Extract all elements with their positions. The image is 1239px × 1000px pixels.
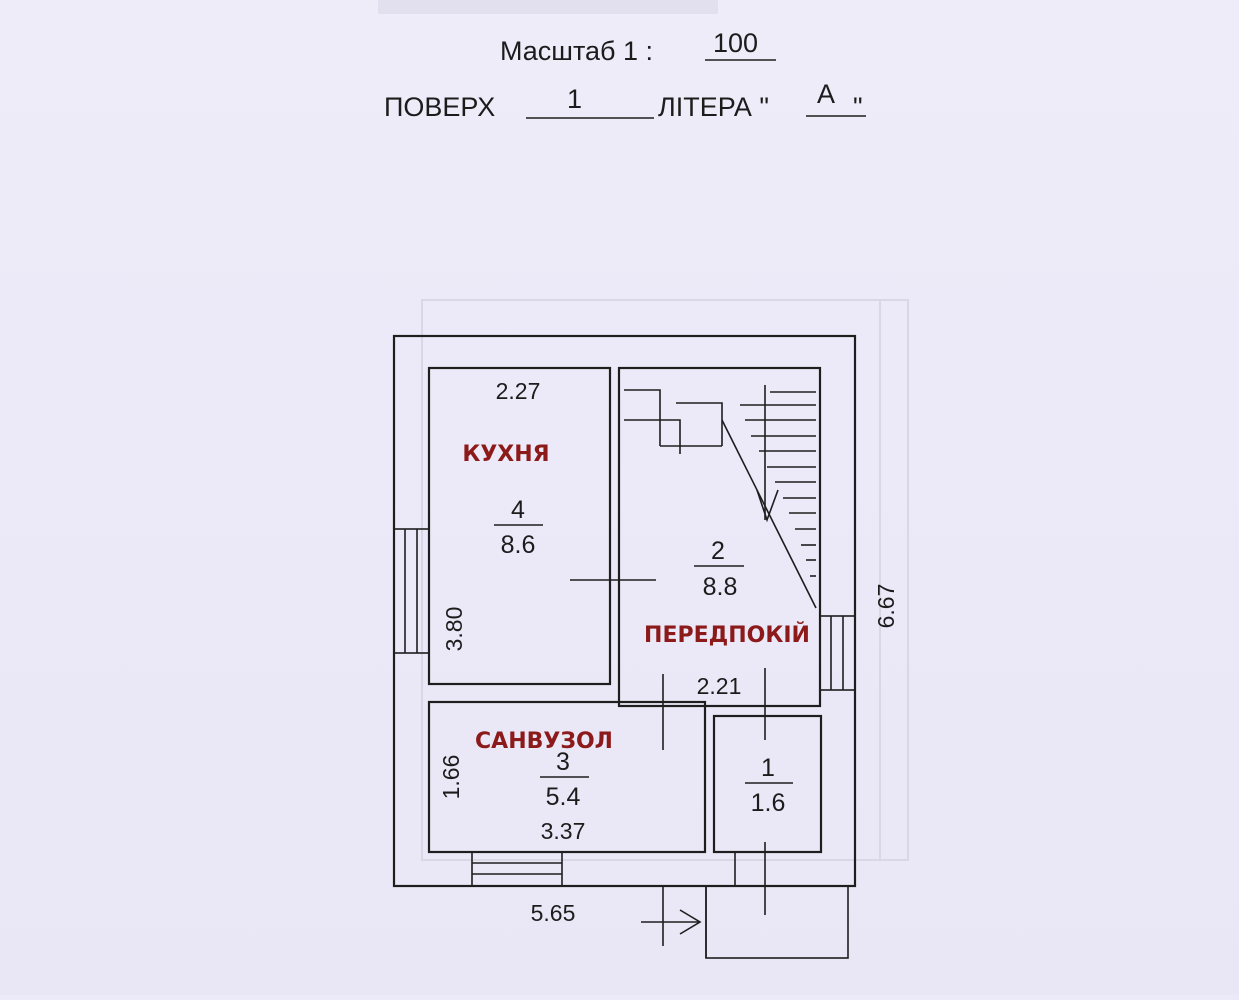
window-south <box>471 851 563 887</box>
windows <box>393 528 856 887</box>
entrance-arrow-icon <box>679 909 702 935</box>
room-bathroom: САНВУЗОЛ 3 5.4 <box>475 729 613 811</box>
vestibule-number: 1 <box>761 754 775 782</box>
hallway-walls <box>617 366 822 708</box>
hallway-width-dim: 2.21 <box>697 673 742 699</box>
hallway-name: ПЕРЕДПОКІЙ <box>644 622 810 648</box>
kitchen-name: КУХНЯ <box>462 442 549 467</box>
letter-value: А <box>817 79 835 109</box>
vestibule-area: 1.6 <box>751 789 786 817</box>
bathroom-walls <box>427 700 707 854</box>
vestibule-walls <box>712 714 823 854</box>
total-depth-dim: 6.67 <box>873 584 899 629</box>
bleed-through <box>378 0 909 861</box>
hallway-area: 8.8 <box>703 573 738 601</box>
dimensions: 2.27 3.80 2.21 1.66 3.37 5.65 6.67 <box>438 378 899 926</box>
kitchen-area: 8.6 <box>501 531 536 559</box>
window-east <box>819 615 856 691</box>
scale-value: 100 <box>713 28 758 58</box>
total-width-dim: 5.65 <box>531 900 576 926</box>
kitchen-width-dim: 2.27 <box>496 378 541 404</box>
bathroom-width-dim: 3.37 <box>541 818 586 844</box>
bathroom-area: 5.4 <box>546 783 581 811</box>
kitchen-walls <box>427 366 612 686</box>
kitchen-number: 4 <box>511 496 525 524</box>
bathroom-depth-dim: 1.66 <box>438 755 464 800</box>
room-vestibule: 1 1.6 <box>745 754 793 817</box>
bathroom-number: 3 <box>556 748 570 776</box>
floor-value: 1 <box>567 84 582 114</box>
porch-step <box>705 885 849 959</box>
staircase <box>624 385 817 609</box>
title-block: Масштаб 1 : 100 ПОВЕРХ 1 ЛІТЕРА " А " <box>384 28 866 122</box>
room-hallway: 2 8.8 ПЕРЕДПОКІЙ <box>644 537 810 648</box>
room-kitchen: КУХНЯ 4 8.6 <box>462 442 549 559</box>
letter-close-quote: " <box>853 92 863 122</box>
letter-label: ЛІТЕРА " <box>658 92 769 122</box>
hallway-number: 2 <box>711 537 725 565</box>
kitchen-depth-dim: 3.80 <box>441 607 467 652</box>
window-west <box>393 528 430 654</box>
stair-down-arrow-icon <box>756 489 779 523</box>
bathroom-name: САНВУЗОЛ <box>475 729 613 754</box>
scale-label: Масштаб 1 : <box>500 36 653 66</box>
floor-label: ПОВЕРХ <box>384 92 495 122</box>
entrance-porch <box>641 842 849 959</box>
